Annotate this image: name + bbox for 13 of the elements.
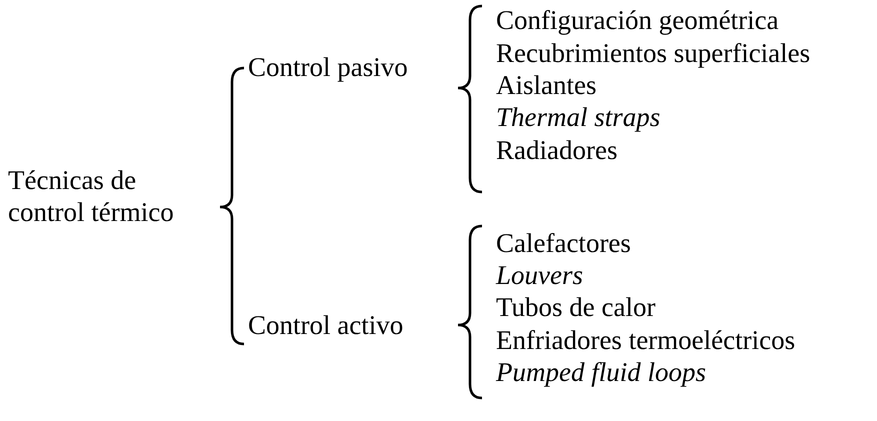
tree-node-text: Radiadores (496, 134, 618, 166)
tree-node-text: Control activo (248, 309, 404, 341)
tree-node-text: Aislantes (496, 69, 596, 101)
tree-node-text: Louvers (496, 259, 583, 291)
tree-node-text: Enfriadores termoeléctricos (496, 324, 796, 356)
tree-node-text: Recubrimientos superficiales (496, 37, 810, 69)
tree-node-text: Configuración geométrica (496, 4, 779, 36)
tree-node-text: Calefactores (496, 227, 631, 259)
tree-node-text: Thermal straps (496, 101, 660, 133)
tree-node-text: Pumped fluid loops (496, 356, 706, 388)
tree-node-text: Técnicas de control térmico (8, 164, 213, 228)
tree-node-text: Tubos de calor (496, 291, 656, 323)
tree-node-text: Control pasivo (248, 51, 408, 83)
